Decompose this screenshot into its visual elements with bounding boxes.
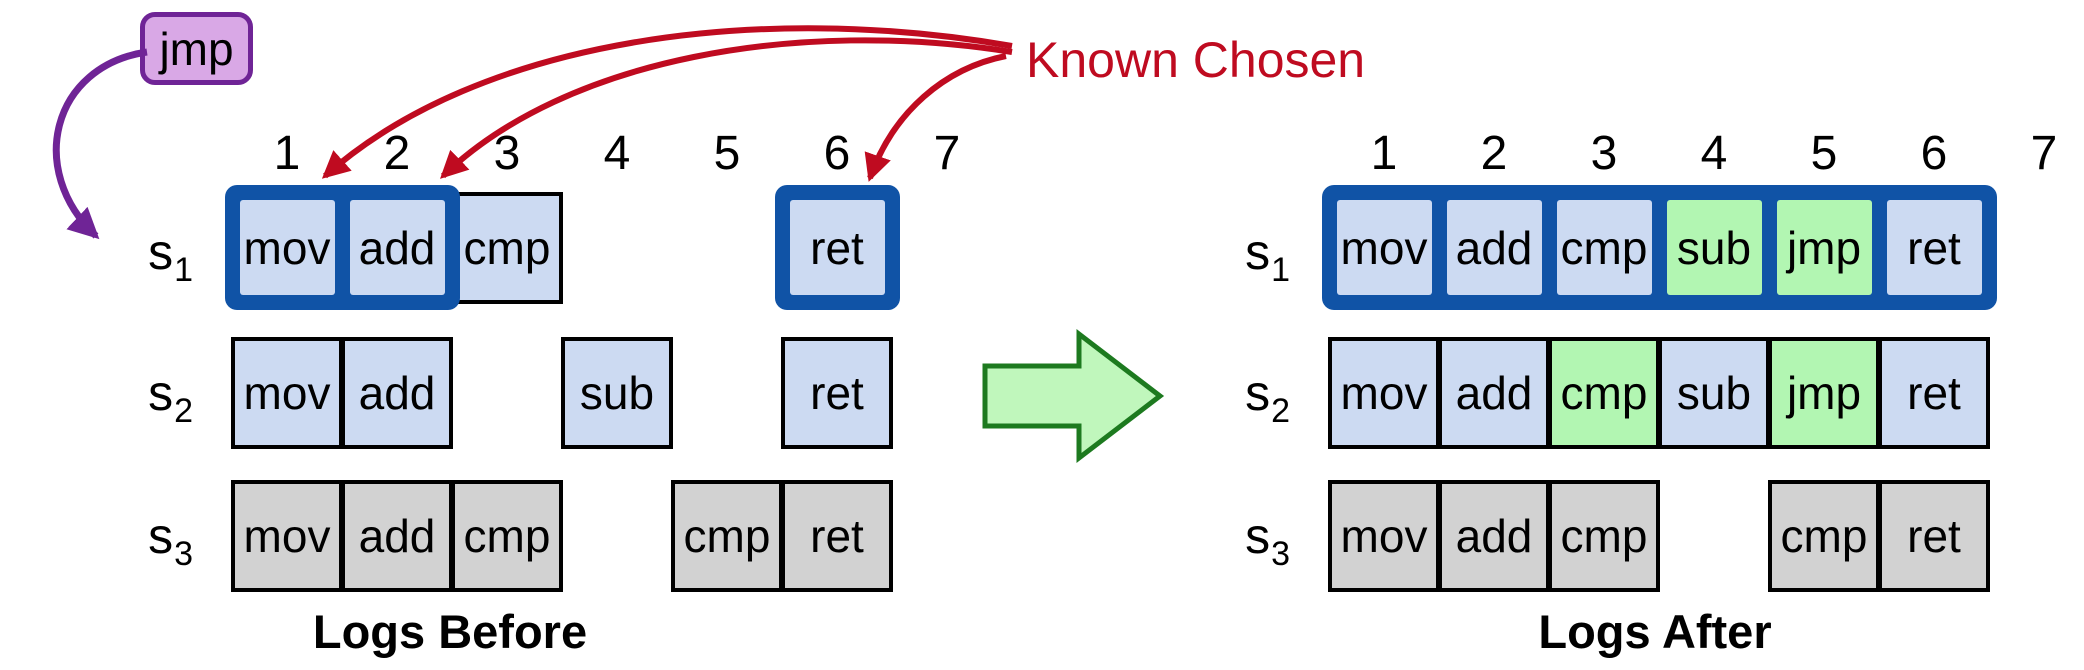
cell-mov-after: mov [1328, 480, 1440, 592]
cell-cmp-before: cmp [451, 480, 563, 592]
jmp-node-label: jmp [159, 22, 234, 75]
row-label-s1-before: s1 [62, 212, 193, 292]
row-label-s1-after: s1 [1159, 212, 1290, 292]
column-number-4-after: 4 [1700, 127, 1728, 180]
cell-mov-before: mov [231, 480, 343, 592]
cell-cmp-before: cmp [671, 480, 783, 592]
cell-add-after: add [1438, 337, 1550, 449]
cell-sub-before: sub [561, 337, 673, 449]
row-label-subscript: 2 [174, 392, 193, 430]
cell-ret-after: ret [1886, 200, 1982, 295]
row-label-s2-before: s2 [62, 353, 193, 433]
cell-sub-after: sub [1666, 200, 1762, 295]
column-number-2-after: 2 [1480, 127, 1508, 180]
cell-cmp-after: cmp [1548, 480, 1660, 592]
cell-mov-before: mov [231, 337, 343, 449]
jmp-node: jmp [140, 12, 253, 85]
row-label-subscript: 1 [1271, 251, 1290, 289]
cell-add-before: add [341, 480, 453, 592]
column-number-6-after: 6 [1920, 127, 1948, 180]
cell-add-after: add [1446, 200, 1542, 295]
row-label-subscript: 2 [1271, 392, 1290, 430]
cell-cmp-after: cmp [1556, 200, 1652, 295]
cell-ret-before: ret [789, 200, 885, 295]
column-number-7-after: 7 [2030, 127, 2058, 180]
column-number-5-after: 5 [1810, 127, 1838, 180]
column-number-2-before: 2 [383, 127, 411, 180]
column-number-4-before: 4 [603, 127, 631, 180]
cell-mov-after: mov [1336, 200, 1432, 295]
row-label-subscript: 1 [174, 251, 193, 289]
cell-ret-before: ret [781, 480, 893, 592]
column-number-3-before: 3 [493, 127, 521, 180]
cell-add-before: add [349, 200, 445, 295]
cell-add-before: add [341, 337, 453, 449]
cell-jmp-after: jmp [1776, 200, 1872, 295]
row-label-base: s [148, 508, 174, 564]
column-number-5-before: 5 [713, 127, 741, 180]
row-label-base: s [1245, 508, 1271, 564]
row-label-subscript: 3 [1271, 535, 1290, 573]
row-label-s3-before: s3 [62, 496, 193, 576]
caption-logs-after: Logs After [1538, 605, 1772, 658]
cell-jmp-after: jmp [1768, 337, 1880, 449]
column-number-1-after: 1 [1370, 127, 1398, 180]
row-label-s3-after: s3 [1159, 496, 1290, 576]
row-label-s2-after: s2 [1159, 353, 1290, 433]
row-label-base: s [1245, 365, 1271, 421]
caption-logs-before: Logs Before [312, 605, 588, 658]
cell-ret-after: ret [1878, 480, 1990, 592]
jmp-insert-arrow [52, 48, 148, 240]
column-number-3-after: 3 [1590, 127, 1618, 180]
cell-ret-before: ret [781, 337, 893, 449]
row-label-base: s [148, 224, 174, 280]
column-number-7-before: 7 [933, 127, 961, 180]
column-number-1-before: 1 [273, 127, 301, 180]
before-after-transform-arrow [982, 328, 1165, 464]
cell-ret-after: ret [1878, 337, 1990, 449]
cell-cmp-before: cmp [451, 192, 563, 304]
cell-mov-before: mov [239, 200, 335, 295]
cell-cmp-after: cmp [1548, 337, 1660, 449]
row-label-base: s [148, 365, 174, 421]
cell-cmp-after: cmp [1768, 480, 1880, 592]
cell-mov-after: mov [1328, 337, 1440, 449]
known-chosen-label: Known Chosen [1026, 32, 1366, 88]
cell-add-after: add [1438, 480, 1550, 592]
row-label-subscript: 3 [174, 535, 193, 573]
chosen-group-after-cols1-6 [1321, 185, 1997, 310]
column-number-6-before: 6 [823, 127, 851, 180]
cell-sub-after: sub [1658, 337, 1770, 449]
row-label-base: s [1245, 224, 1271, 280]
